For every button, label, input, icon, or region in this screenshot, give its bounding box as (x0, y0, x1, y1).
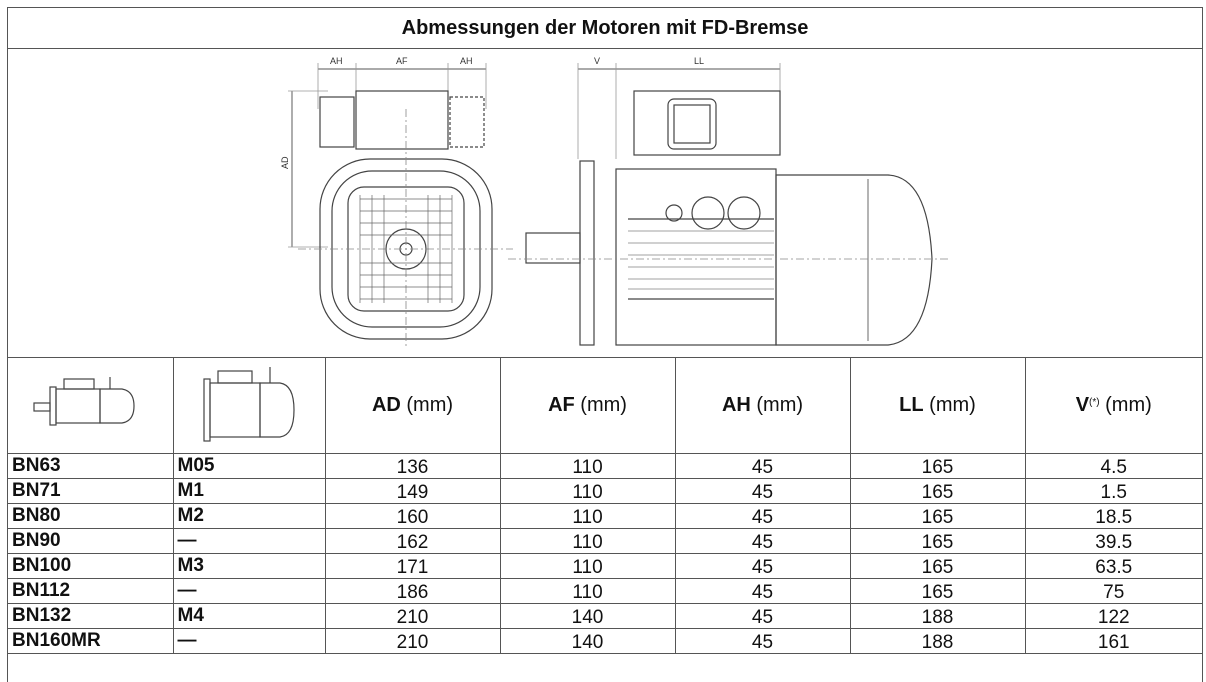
cell-ad: 210 (324, 603, 501, 629)
table-row: BN132 M4 210 140 45 188 122 (8, 603, 1202, 629)
cell-v: 75 (1024, 578, 1202, 604)
cell-ah: 45 (674, 553, 851, 579)
cell-v: 161 (1024, 628, 1202, 654)
cell-ah: 45 (674, 478, 851, 504)
table-row: BN63 M05 136 110 45 165 4.5 (8, 453, 1202, 479)
fan-grille (359, 195, 453, 303)
motor-icon-bn (8, 358, 174, 454)
cell-bn: BN80 (8, 503, 174, 529)
cell-m: — (172, 578, 326, 604)
label-ad: AD (280, 156, 290, 169)
header-row: AD (mm) AF (mm) AH (mm) LL (mm) V(*) (mm… (8, 358, 1202, 454)
table-row: BN100 M3 171 110 45 165 63.5 (8, 553, 1202, 579)
motor-icon-m (172, 358, 326, 454)
label-ll: LL (694, 56, 704, 66)
cell-ll: 165 (849, 578, 1026, 604)
dimension-table: AD (mm) AF (mm) AH (mm) LL (mm) V(*) (mm… (8, 358, 1202, 654)
cell-ad: 149 (324, 478, 501, 504)
cell-ah: 45 (674, 528, 851, 554)
cell-af: 140 (499, 628, 676, 654)
cell-af: 110 (499, 478, 676, 504)
cell-bn: BN63 (8, 453, 174, 479)
header-ll: LL (mm) (849, 358, 1026, 454)
cell-af: 110 (499, 553, 676, 579)
label-ah-right: AH (460, 56, 473, 66)
cell-ll: 165 (849, 503, 1026, 529)
cell-bn: BN160MR (8, 628, 174, 654)
cell-v: 4.5 (1024, 453, 1202, 479)
cell-ad: 160 (324, 503, 501, 529)
table-row: BN112 — 186 110 45 165 75 (8, 578, 1202, 604)
cell-ah: 45 (674, 628, 851, 654)
label-af: AF (396, 56, 408, 66)
cell-af: 110 (499, 453, 676, 479)
motor-side-icon (33, 376, 135, 426)
cell-v: 63.5 (1024, 553, 1202, 579)
cell-m: M4 (172, 603, 326, 629)
motor-drawing: AH AF AH AD V LL (8, 49, 1202, 358)
cell-ah: 45 (674, 503, 851, 529)
cell-ad: 210 (324, 628, 501, 654)
cell-m: M3 (172, 553, 326, 579)
brake-motor-icon (203, 366, 295, 442)
cell-ll: 188 (849, 628, 1026, 654)
cell-v: 122 (1024, 603, 1202, 629)
header-af: AF (mm) (499, 358, 676, 454)
cell-ll: 165 (849, 528, 1026, 554)
table-row: BN80 M2 160 110 45 165 18.5 (8, 503, 1202, 529)
cell-af: 110 (499, 578, 676, 604)
cell-ad: 171 (324, 553, 501, 579)
cell-ah: 45 (674, 603, 851, 629)
motor-technical-drawing: AH AF AH AD V LL (280, 56, 948, 349)
cell-m: — (172, 528, 326, 554)
cell-af: 110 (499, 503, 676, 529)
cell-ad: 136 (324, 453, 501, 479)
label-v: V (594, 56, 600, 66)
cell-ll: 188 (849, 603, 1026, 629)
header-ah: AH (mm) (674, 358, 851, 454)
cell-bn: BN71 (8, 478, 174, 504)
cell-ll: 165 (849, 553, 1026, 579)
cell-v: 1.5 (1024, 478, 1202, 504)
cell-m: M1 (172, 478, 326, 504)
cell-m: M2 (172, 503, 326, 529)
header-v: V(*) (mm) (1024, 358, 1202, 454)
dimension-sheet: Abmessungen der Motoren mit FD-Bremse (7, 7, 1203, 682)
header-ad: AD (mm) (324, 358, 501, 454)
sheet-title: Abmessungen der Motoren mit FD-Bremse (8, 8, 1202, 49)
cell-bn: BN132 (8, 603, 174, 629)
cell-m: M05 (172, 453, 326, 479)
label-ah-left: AH (330, 56, 343, 66)
cell-m: — (172, 628, 326, 654)
cell-bn: BN112 (8, 578, 174, 604)
table-row: BN160MR — 210 140 45 188 161 (8, 628, 1202, 654)
cell-af: 110 (499, 528, 676, 554)
cell-ah: 45 (674, 453, 851, 479)
cell-ll: 165 (849, 453, 1026, 479)
cell-bn: BN100 (8, 553, 174, 579)
table-row: BN90 — 162 110 45 165 39.5 (8, 528, 1202, 554)
cell-bn: BN90 (8, 528, 174, 554)
cell-ad: 186 (324, 578, 501, 604)
cell-ll: 165 (849, 478, 1026, 504)
cell-v: 39.5 (1024, 528, 1202, 554)
cell-v: 18.5 (1024, 503, 1202, 529)
cell-ad: 162 (324, 528, 501, 554)
cell-ah: 45 (674, 578, 851, 604)
table-row: BN71 M1 149 110 45 165 1.5 (8, 478, 1202, 504)
cell-af: 140 (499, 603, 676, 629)
